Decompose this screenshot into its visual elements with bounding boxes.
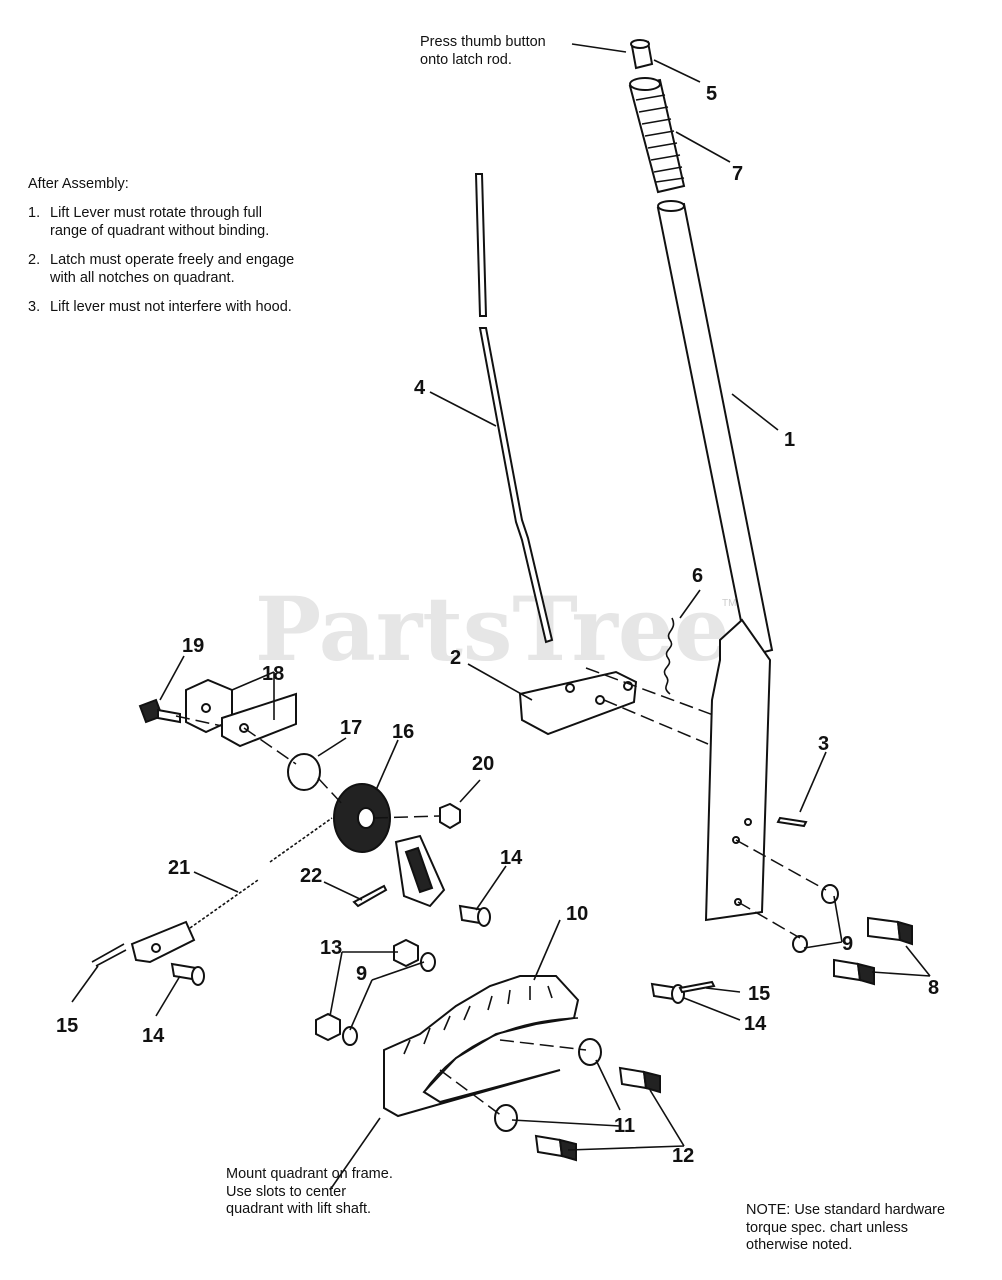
callout-11: 11: [614, 1115, 635, 1137]
leader-lines: [71, 43, 931, 1191]
mount-quadrant-line-2: Use slots to center: [226, 1183, 347, 1200]
callout-3: 3: [818, 733, 829, 755]
after-assembly-item-3: 3. Lift lever must not interfere with ho…: [28, 299, 292, 315]
callout-6: 6: [692, 565, 703, 587]
bolts-part-12: [534, 1066, 661, 1162]
after-assembly-list: 1. Lift Lever must rotate through full r…: [28, 205, 298, 329]
lift-lever-part-1: [656, 200, 774, 922]
callout-20: 20: [472, 753, 494, 775]
spacer-part-17: [287, 753, 321, 791]
hardware-note-line-3: otherwise noted.: [746, 1237, 853, 1253]
nuts-part-13: [315, 938, 419, 1042]
grip-part-7: [628, 77, 686, 194]
callout-22: 22: [300, 865, 322, 887]
callout-16: 16: [392, 721, 414, 743]
cotter-pin-left-part-15: [91, 943, 127, 967]
callout-17: 17: [340, 717, 362, 739]
callout-8: 8: [928, 977, 939, 999]
bolt-part-19: [138, 698, 181, 724]
bolts-part-8: [833, 916, 913, 986]
callout-9-left: 9: [356, 963, 367, 985]
washers-part-9: [792, 884, 839, 953]
callout-10: 10: [566, 903, 588, 925]
threaded-rod-part-21: [130, 817, 333, 964]
hardware-note: NOTE: Use standard hardware torque spec.…: [746, 1202, 945, 1255]
callout-14-left: 14: [142, 1025, 165, 1047]
callout-1: 1: [784, 429, 795, 451]
thumb-button-note-line-1: Press thumb button: [420, 34, 546, 50]
callout-19: 19: [182, 635, 204, 657]
after-assembly-item-1: 1. Lift Lever must rotate through full r…: [28, 205, 270, 239]
mount-quadrant-note: Mount quadrant on frame. Use slots to ce…: [226, 1166, 393, 1219]
clevis-pin-left-part-14: [170, 962, 205, 986]
callout-9-right: 9: [842, 933, 853, 955]
latch-bracket-part-2: [518, 670, 638, 736]
mount-quadrant-line-3: quadrant with lift shaft.: [226, 1201, 372, 1217]
pulley-part-16: [333, 783, 391, 853]
assembly-lines: [175, 667, 827, 1117]
thumb-button-note-line-2: onto latch rod.: [420, 51, 512, 68]
callout-5: 5: [706, 83, 717, 105]
link-plate: [394, 834, 446, 908]
cotter-pin-part-22: [352, 884, 388, 908]
callout-14-center: 14: [500, 847, 523, 869]
clevis-pin-right-part-14: [650, 982, 685, 1004]
clevis-pin-center-part-14: [458, 904, 491, 927]
callout-18: 18: [262, 663, 284, 685]
callout-4: 4: [414, 377, 426, 399]
lock-washers-part-9: [342, 952, 436, 1046]
watermark-tm: TM: [722, 598, 736, 609]
cotter-pin-right-part-15: [678, 980, 716, 994]
spring-part-6: [663, 617, 675, 695]
callout-12: 12: [672, 1145, 694, 1167]
hardware-note-line-2: torque spec. chart unless: [746, 1219, 909, 1236]
nut-part-20: [439, 802, 461, 830]
quadrant-part-10: [383, 975, 580, 1118]
bracket-part-18: [185, 678, 297, 748]
after-assembly-title: After Assembly:: [28, 176, 129, 192]
hardware-note-line-1: NOTE: Use standard hardware: [746, 1202, 946, 1218]
callout-2: 2: [450, 647, 461, 669]
callout-14-right: 14: [744, 1013, 767, 1035]
callout-7: 7: [732, 163, 743, 185]
pin-part-3: [776, 816, 808, 828]
washers-part-11: [494, 1038, 602, 1132]
thumb-button-part-5: [630, 39, 654, 70]
after-assembly-item-2: 2. Latch must operate freely and engage …: [28, 252, 295, 286]
mount-quadrant-line-1: Mount quadrant on frame.: [226, 1166, 393, 1182]
thumb-button-note: Press thumb button onto latch rod.: [420, 34, 546, 69]
latch-rod-part-4: [474, 173, 554, 644]
callout-15-right: 15: [748, 983, 770, 1005]
callout-15-left: 15: [56, 1015, 78, 1037]
callout-13: 13: [320, 937, 342, 959]
callout-21: 21: [168, 857, 190, 879]
watermark: PartsTree: [255, 577, 730, 681]
